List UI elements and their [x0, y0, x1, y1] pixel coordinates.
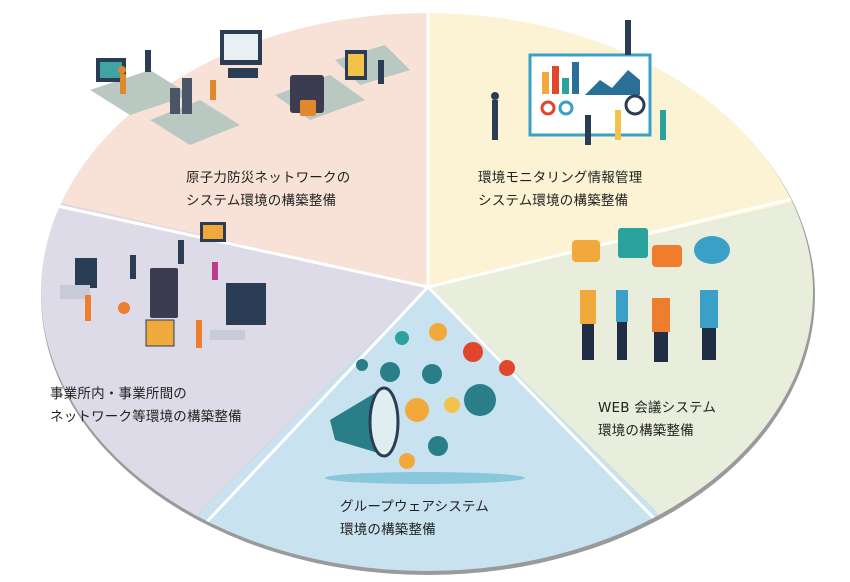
label-office-network: 事業所内・事業所間の ネットワーク等環境の構築整備: [50, 383, 242, 429]
illustration-isometric-computers: [90, 30, 410, 145]
illustration-meeting-people: [572, 228, 730, 362]
illustration-dashboard: [491, 20, 666, 145]
label-groupware: グループウェアシステム 環境の構築整備: [340, 496, 489, 542]
label-line: 環境モニタリング情報管理: [478, 170, 643, 186]
label-monitoring: 環境モニタリング情報管理 システム環境の構築整備: [478, 167, 642, 213]
label-line: システム環境の構築整備: [478, 193, 629, 209]
label-line: WEB 会議システム: [598, 400, 717, 416]
label-line: 環境の構築整備: [340, 522, 436, 538]
label-line: ネットワーク等環境の構築整備: [50, 409, 242, 425]
illustration-megaphone-network: [325, 323, 525, 484]
label-line: グループウェアシステム: [340, 499, 489, 515]
segment-dividers: [41, 13, 813, 547]
label-nuclear: 原子力防災ネットワークの システム環境の構築整備: [186, 167, 350, 213]
label-line: 原子力防災ネットワークの: [186, 170, 351, 186]
illustration-network-devices: [60, 222, 266, 348]
segment-groupware: [170, 287, 700, 571]
label-line: 環境の構築整備: [598, 423, 694, 439]
label-line: 事業所内・事業所間の: [50, 386, 187, 402]
label-web-meeting: WEB 会議システム 環境の構築整備: [598, 397, 716, 443]
label-line: システム環境の構築整備: [186, 193, 337, 209]
